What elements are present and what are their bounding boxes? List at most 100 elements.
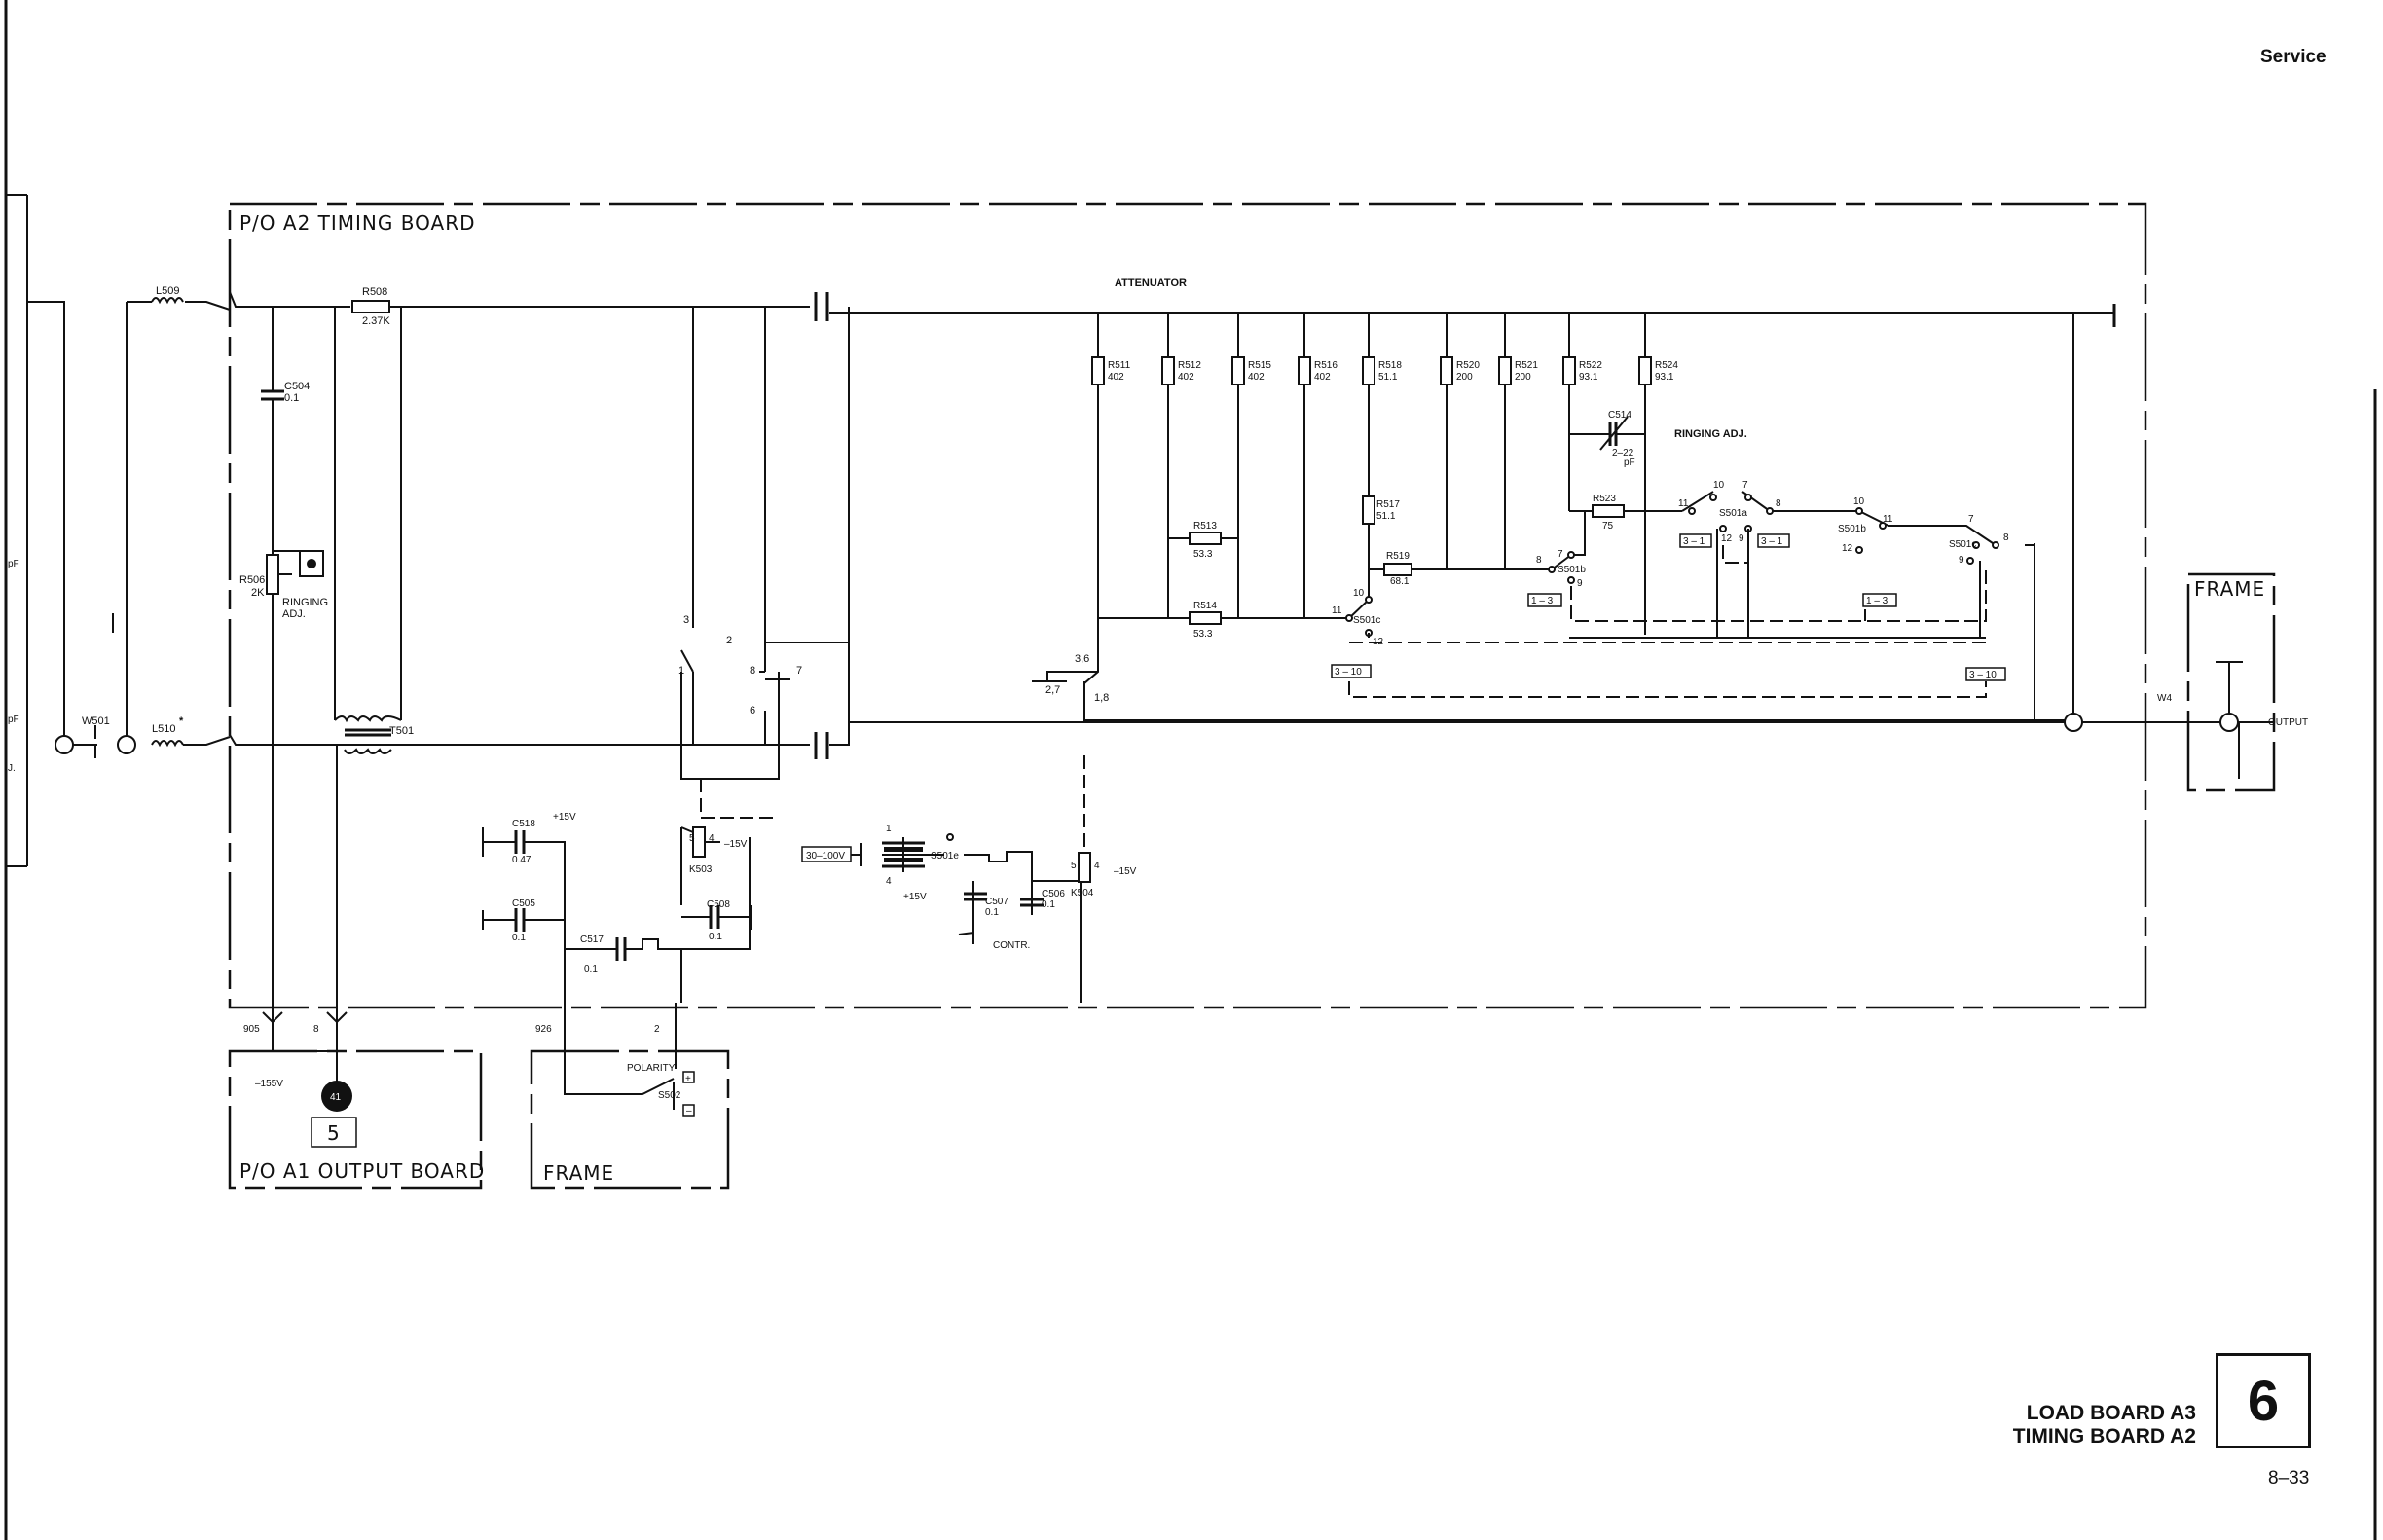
- r513-r514-wiring: [1098, 537, 1349, 619]
- frame-right-label: FRAME: [2194, 577, 2265, 601]
- r517-ref: R517: [1376, 499, 1400, 510]
- s501a-pin11: 11: [1678, 498, 1689, 509]
- r514-value: 53.3: [1193, 629, 1213, 640]
- w501-label: W501: [82, 715, 110, 727]
- r508-ref: R508: [362, 286, 387, 298]
- minus15-label-2: –15V: [1114, 866, 1137, 877]
- connector-2: 2: [654, 1024, 660, 1035]
- s501b-pin10: 10: [1853, 496, 1865, 507]
- s501b-top-pin7: 7: [1558, 549, 1563, 560]
- s501c-left-pin11: 11: [1332, 605, 1342, 616]
- output-board-pins: [262, 1003, 348, 1082]
- tag-1-3-a: 1 – 3: [1531, 596, 1554, 606]
- output-connector: [2216, 661, 2274, 779]
- switch-linkage: [700, 545, 1987, 881]
- r506-wiper: [273, 550, 312, 575]
- k503-pin2: 2: [726, 635, 732, 646]
- l509-label: L509: [156, 285, 179, 297]
- c518-ref: C518: [512, 819, 535, 829]
- contr-label: CONTR.: [993, 940, 1030, 951]
- c504-value: 0.1: [284, 392, 299, 404]
- s501c-right-pin7: 7: [1968, 514, 1974, 525]
- output-connector-ring: [2219, 713, 2239, 732]
- s501c-left-tag: [1331, 664, 1372, 678]
- attenuator-label: ATTENUATOR: [1115, 277, 1187, 289]
- r520-ref: R520: [1456, 360, 1480, 371]
- switch-return-wires: [1368, 529, 1986, 639]
- c504-ref: C504: [284, 381, 310, 392]
- r511-value: 402: [1108, 372, 1124, 383]
- c512-cap: [814, 292, 829, 321]
- k503-pin1: 1: [678, 665, 684, 677]
- k504-coil-body: [1078, 852, 1091, 883]
- c517-ref: C517: [580, 935, 604, 945]
- wire-l509: [27, 301, 231, 746]
- r512-value: 402: [1178, 372, 1194, 383]
- range-label: 30–100V: [806, 851, 845, 862]
- timing-board-outline: [228, 202, 2147, 1009]
- s501a-pin8: 8: [1776, 498, 1781, 509]
- c514-ref: C514: [1608, 410, 1631, 421]
- s501e-wafer-2: [884, 858, 923, 862]
- r521-ref: R521: [1515, 360, 1538, 371]
- frame-bottom-outline: [530, 1049, 730, 1190]
- lower-cap-network: [482, 827, 752, 1003]
- s501b-tag: [1862, 593, 1897, 607]
- r515-ref: R515: [1248, 360, 1271, 371]
- connector-926: 926: [535, 1024, 552, 1035]
- s501a-pin10: 10: [1713, 480, 1725, 491]
- k503-coil-body: [692, 826, 706, 858]
- r506-body: [266, 554, 279, 595]
- l510-coil: [151, 740, 184, 748]
- s501b-top-ref: S501b: [1558, 565, 1586, 575]
- box-5-label: 5: [327, 1121, 341, 1145]
- tag-1-3-b: 1 – 3: [1866, 596, 1888, 606]
- s501c-right-ref: S501c: [1949, 539, 1976, 550]
- s501a-tag-left: [1679, 533, 1712, 548]
- k503-contact-path: [692, 672, 790, 745]
- r514-body: [1189, 611, 1222, 625]
- k504-pin5: 5: [1071, 861, 1077, 871]
- c514-unit: pF: [1624, 458, 1635, 468]
- r519-value: 68.1: [1390, 576, 1410, 587]
- polarity-minus-box: [682, 1104, 695, 1117]
- ringing-label: RINGING: [282, 597, 328, 608]
- k503-pin8: 8: [750, 665, 755, 677]
- s501c-right-tag: [1965, 667, 2006, 681]
- r508-value: 2.37K: [362, 315, 390, 327]
- l509-coil: [151, 297, 184, 305]
- minus15-label-1: –15V: [724, 839, 748, 850]
- s501a-pin7: 7: [1742, 480, 1748, 491]
- s501b-top-tag: [1527, 593, 1562, 607]
- s501a-tag-right: [1757, 533, 1790, 548]
- tag-3-1-a: 3 – 1: [1683, 536, 1705, 547]
- r518-value: 51.1: [1378, 372, 1398, 383]
- r522-value: 93.1: [1579, 372, 1598, 383]
- w501-ring-left: [55, 735, 74, 754]
- r521-value: 200: [1515, 372, 1531, 383]
- k504-pin4: 4: [1094, 861, 1100, 871]
- c518-value: 0.47: [512, 855, 532, 865]
- output-board-title: P/O A1 OUTPUT BOARD: [239, 1159, 485, 1183]
- s501e-wafer: [884, 847, 923, 852]
- top-bus: [229, 291, 2114, 314]
- r519-ref: R519: [1386, 551, 1410, 562]
- r524-ref: R524: [1655, 360, 1678, 371]
- c514-arrow: [1599, 416, 1629, 451]
- c507-value: 0.1: [985, 907, 999, 918]
- r513-value: 53.3: [1193, 549, 1213, 560]
- connector-8: 8: [313, 1024, 319, 1035]
- s502-label: S502: [658, 1090, 681, 1101]
- t501-core: [345, 728, 391, 737]
- polarity-plus: +: [685, 1074, 691, 1084]
- r519-body: [1383, 563, 1412, 576]
- s501c-right-pin9: 9: [1959, 555, 1964, 566]
- r511-ref: R511: [1108, 360, 1131, 371]
- bottom-bus: [229, 642, 2073, 746]
- label-j: J.: [8, 763, 16, 774]
- t501-label: T501: [389, 725, 414, 737]
- w501-ring-right: [117, 735, 136, 754]
- section-header: Service: [2260, 47, 2327, 67]
- output-board-outline: [228, 1049, 483, 1190]
- tag-3-10-b: 3 – 10: [1969, 670, 1997, 680]
